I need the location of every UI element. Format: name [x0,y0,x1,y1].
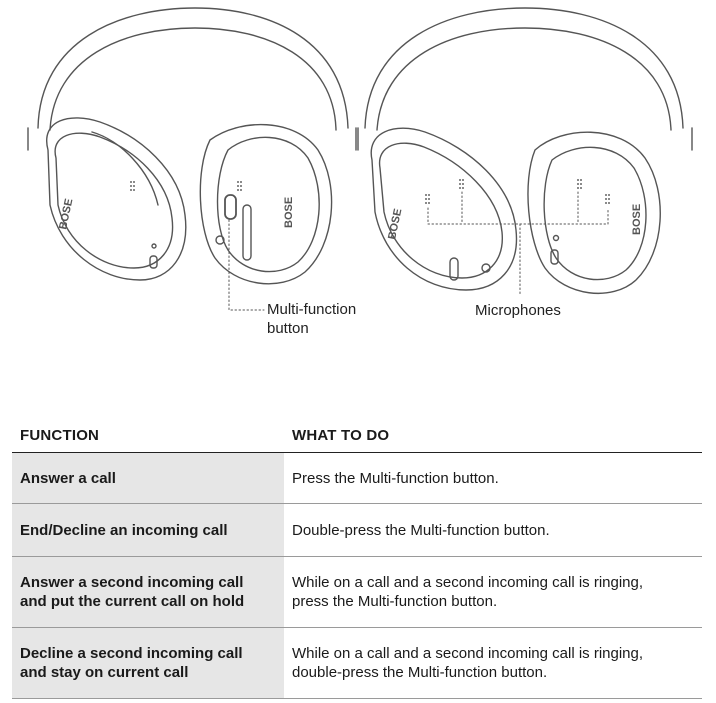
what-to-do-cell: Press the Multi-function button. [284,452,702,504]
table-row: Decline a second incoming call and stay … [12,627,702,699]
headphones-illustration: BOSE BOSE [27,7,693,311]
table-row: Answer a call Press the Multi-function b… [12,452,702,504]
what-to-do-column-header: WHAT TO DO [284,420,702,453]
cell-line: and stay on current call [20,664,189,681]
table-row: Answer a second incoming call and put th… [12,556,702,628]
function-cell: End/Decline an incoming call [12,503,284,557]
cell-line: Press the Multi-function button. [292,469,499,487]
right-headphone: BOSE BOSE [355,7,693,296]
microphones-callout: Microphones [475,302,561,319]
what-to-do-cell: While on a call and a second incoming ca… [284,556,702,628]
cell-line: Answer a call [20,469,116,487]
multifunction-button-callout: Multi-function button [267,300,407,338]
call-functions-table: FUNCTION WHAT TO DO Answer a call Press … [12,420,702,699]
function-cell: Answer a second incoming call and put th… [12,556,284,628]
left-headphone: BOSE BOSE [27,7,359,311]
table-row: End/Decline an incoming call Double-pres… [12,503,702,557]
cell-line: press the Multi-function button. [292,593,498,610]
cell-line: Double-press the Multi-function button. [292,521,550,539]
svg-text:BOSE: BOSE [283,197,295,228]
function-column-header: FUNCTION [12,420,284,453]
what-to-do-cell: Double-press the Multi-function button. [284,503,702,557]
cell-line: While on a call and a second incoming ca… [292,574,644,591]
callout-label-line: button [267,320,309,337]
cell-line: and put the current call on hold [20,593,245,610]
svg-text:BOSE: BOSE [631,204,643,235]
cell-line: End/Decline an incoming call [20,521,228,539]
cell-line: double-press the Multi-function button. [292,664,548,681]
cell-line: Answer a second incoming call [20,574,244,591]
svg-text:BOSE: BOSE [57,198,75,231]
function-cell: Answer a call [12,452,284,504]
cell-line: While on a call and a second incoming ca… [292,645,644,662]
cell-line: Decline a second incoming call [20,645,243,662]
what-to-do-cell: While on a call and a second incoming ca… [284,627,702,699]
function-cell: Decline a second incoming call and stay … [12,627,284,699]
callout-label-line: Multi-function [267,301,357,318]
table-header-row: FUNCTION WHAT TO DO [12,420,702,453]
svg-text:BOSE: BOSE [386,208,404,241]
